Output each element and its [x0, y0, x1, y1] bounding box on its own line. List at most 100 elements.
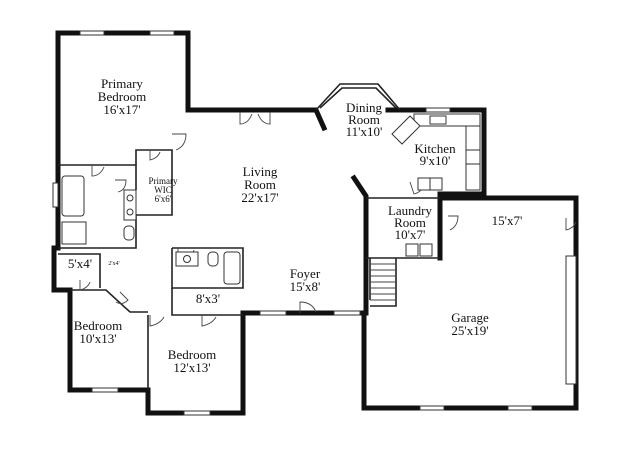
primary-tub: [61, 175, 85, 217]
door-living-patio: [239, 112, 271, 125]
room-kitchen: Kitchen 9'x10': [414, 141, 456, 168]
laundry-box-1: [405, 243, 419, 257]
bay-outline-inner: [319, 87, 397, 109]
room-name: Primary: [149, 176, 178, 186]
kitchen-range: [465, 149, 481, 165]
wall-garage: [361, 195, 579, 411]
door-hall-closet: [201, 315, 217, 327]
window-bedroom-left: [91, 387, 119, 393]
door-primary-toilet: [115, 179, 127, 193]
room-size: 25'x19': [451, 323, 488, 338]
primary-sink-2: [126, 208, 134, 216]
room-name: Room: [394, 215, 426, 230]
door-bedroom-left: [115, 291, 129, 305]
kitchen-counter-top: [413, 113, 481, 127]
primary-shower: [61, 221, 87, 245]
room-size: 8'x3': [196, 291, 220, 306]
window-bedroom-center: [183, 410, 211, 416]
room-name: Bedroom: [168, 347, 216, 362]
hall-tub: [223, 251, 241, 285]
window-primary-bath: [52, 182, 59, 208]
kitchen-sink: [429, 115, 447, 125]
room-name: Living: [243, 164, 278, 179]
room-living: Living Room 22'x17': [241, 164, 278, 205]
room-size: 22'x17': [241, 190, 278, 205]
room-size: 11'x10': [346, 124, 383, 139]
garage-door: [565, 255, 577, 385]
room-size: 5'x4': [68, 256, 92, 271]
laundry-dryer: [429, 177, 443, 191]
door-primary-bath: [91, 165, 105, 177]
window-kitchen: [425, 107, 451, 113]
room-size: 10'x7': [395, 227, 426, 242]
room-name: Bedroom: [98, 89, 146, 104]
room-bedroom-left: Bedroom 10'x13': [74, 318, 122, 346]
interior-walls: [58, 149, 440, 390]
wall-primary-bath: [58, 215, 137, 249]
windows: [52, 30, 577, 416]
primary-toilet: [123, 225, 135, 241]
door-bedroom-center: [149, 315, 165, 327]
room-size: 12'x13': [173, 360, 210, 375]
room-name: Dining: [346, 100, 383, 115]
door-garage-side: [565, 218, 577, 231]
dining-bay: [315, 83, 401, 111]
wall-wic: [135, 149, 173, 216]
room-laundry: Laundry Room 10'x7': [388, 203, 433, 242]
door-primary-bedroom: [172, 133, 187, 151]
room-name: Room: [348, 112, 380, 127]
room-name: WIC: [154, 185, 172, 195]
room-name: Laundry: [388, 203, 433, 218]
laundry-washer: [417, 177, 431, 191]
wall-bedroom-left: [70, 289, 148, 313]
wall-kitchen: [385, 107, 487, 261]
hall-toilet: [207, 251, 219, 267]
room-primary-wic: Primary WIC 6'x6': [149, 176, 178, 204]
room-name: Foyer: [290, 266, 321, 281]
room-name: Room: [244, 177, 276, 192]
window-garage-right: [507, 405, 533, 411]
wall-rear-center: [185, 107, 328, 132]
room-size: 6'x6': [155, 194, 172, 204]
room-linen-closet: 2'x4': [108, 261, 119, 267]
room-size: 2'x4': [108, 261, 119, 267]
wall-hall-bath: [171, 247, 244, 289]
room-bedroom-center: Bedroom 12'x13': [168, 347, 216, 375]
door-small-bath: [79, 280, 91, 291]
laundry-box-2: [419, 243, 433, 257]
room-size: 10'x13': [79, 331, 116, 346]
room-primary-bedroom: Primary Bedroom 16'x17': [98, 76, 146, 117]
room-name: Garage: [451, 310, 489, 325]
room-size: 16'x17': [103, 102, 140, 117]
wall-stairs: [369, 258, 397, 307]
room-name: Kitchen: [414, 141, 456, 156]
room-foyer: Foyer 15'x8': [290, 266, 321, 294]
room-size: 15'x8': [290, 279, 321, 294]
window-garage-left: [419, 405, 445, 411]
kitchen-island: [391, 115, 421, 145]
primary-sink-1: [126, 194, 134, 202]
window-primary-top-left: [79, 30, 105, 36]
room-size: 15'x7': [492, 213, 523, 228]
room-dining: Dining Room 11'x10': [346, 100, 383, 139]
wall-small-bath: [58, 253, 101, 288]
room-labels: Primary Bedroom 16'x17' Primary WIC 6'x6…: [68, 76, 522, 375]
room-name: Primary: [101, 76, 143, 91]
door-wic: [149, 150, 161, 161]
window-front-right: [333, 310, 361, 316]
room-size: 9'x10': [420, 153, 451, 168]
wall-living-right: [350, 174, 369, 316]
room-hall-bath: 8'x3': [196, 291, 220, 306]
hall-sink: [183, 255, 191, 263]
room-name: Bedroom: [74, 318, 122, 333]
window-primary-top-right: [149, 30, 175, 36]
bay-outline-outer: [315, 83, 401, 111]
door-front: [299, 301, 317, 313]
room-garage: Garage 25'x19': [451, 310, 489, 338]
fixtures: [61, 113, 481, 301]
room-garage-storage: 15'x7': [492, 213, 523, 228]
wall-hall-closet: [171, 288, 243, 316]
wall-laundry: [366, 197, 440, 259]
room-small-bath: 5'x4': [68, 256, 92, 271]
